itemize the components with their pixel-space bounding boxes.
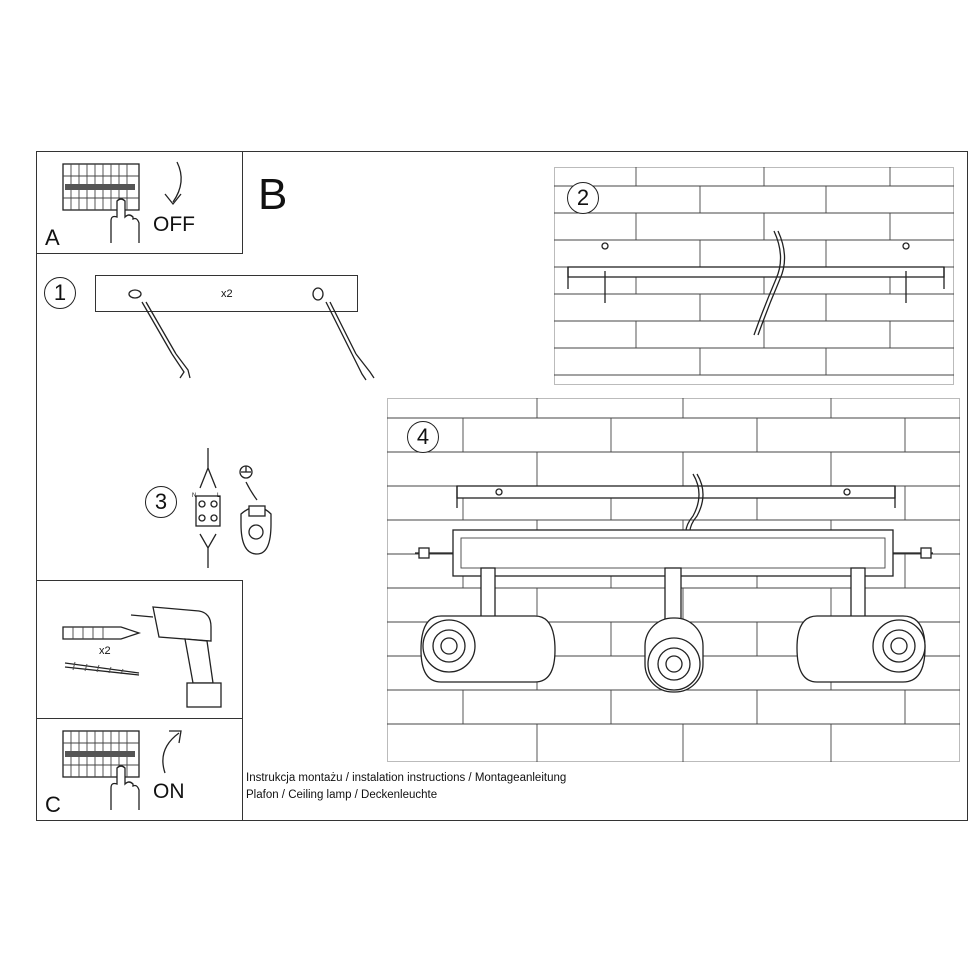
panel-a-label: A (45, 225, 60, 250)
screw-anchor-left-icon (128, 289, 191, 379)
step-1-count: x2 (221, 288, 233, 300)
panel-b-label: B (258, 170, 288, 219)
wire-n-top: N (192, 493, 197, 499)
hand-pointing-icon (110, 765, 140, 810)
tools-count: x2 (99, 645, 111, 657)
wire-l-top: L (217, 493, 221, 499)
on-label: ON (153, 780, 185, 803)
tools-panel: x2 (36, 580, 243, 719)
screw-anchor-right-icon (312, 287, 375, 381)
panel-a-power-off: A OFF (36, 151, 243, 254)
panel-c-label: C (45, 792, 61, 817)
panel-c-power-on: C ON (36, 718, 243, 821)
ground-terminal-icon (239, 465, 272, 555)
off-label: OFF (153, 213, 195, 236)
breaker-box-icon (62, 730, 140, 778)
curved-arrow-up-icon (162, 730, 182, 774)
lamp-on-wall-illustration (387, 398, 960, 762)
hand-pointing-icon (110, 198, 140, 243)
mounting-template-bar (95, 275, 358, 312)
breaker-box-icon (62, 163, 140, 211)
curved-arrow-down-icon (164, 161, 182, 206)
step-1-number: 1 (44, 277, 76, 309)
power-drill-icon (130, 606, 222, 708)
caption-line-1: Instrukcja montażu / instalation instruc… (246, 772, 567, 784)
step-3-number: 3 (145, 486, 177, 518)
instruction-sheet-frame (36, 151, 968, 821)
step-4-number: 4 (407, 421, 439, 453)
brick-wall-pattern (554, 167, 954, 376)
wall-plug-icon (62, 626, 142, 640)
caption-line-2: Plafon / Ceiling lamp / Deckenleuchte (246, 789, 438, 801)
screw-icon (64, 661, 140, 676)
step-2-number: 2 (567, 182, 599, 214)
terminal-block-icon (195, 448, 221, 568)
